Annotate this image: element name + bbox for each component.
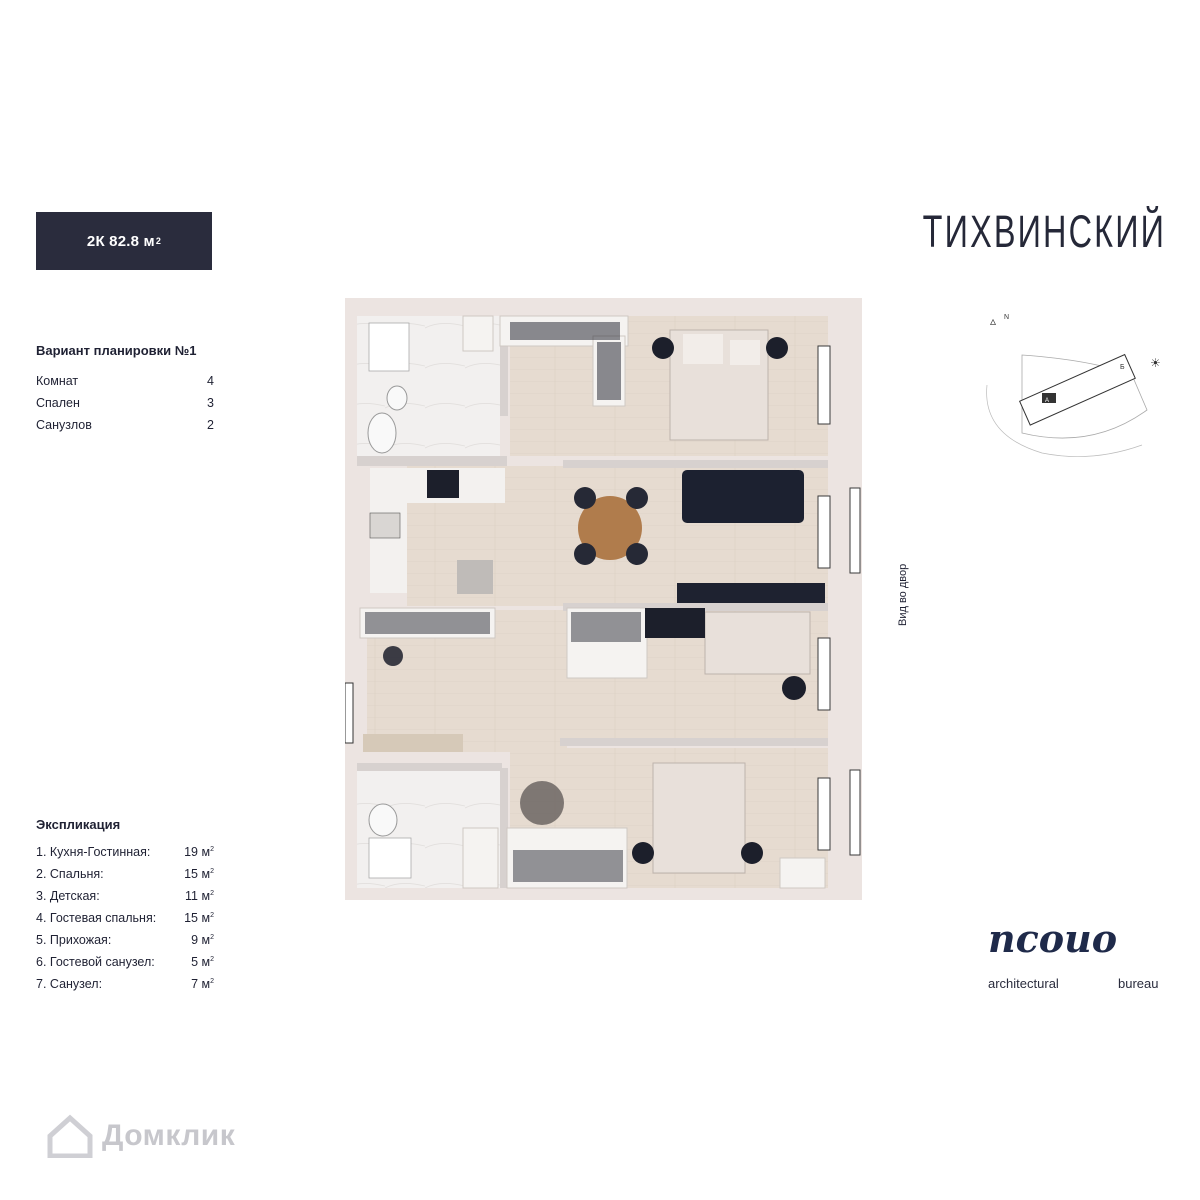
area-unit: м	[201, 977, 211, 991]
summary-label: Комнат	[36, 374, 79, 388]
area-unit-sup: 2	[210, 955, 214, 963]
area-unit-sup: 2	[210, 889, 214, 897]
north-arrow-icon: ▵	[990, 314, 996, 328]
area-value: 11	[185, 889, 199, 903]
area-unit-sup: 2	[210, 867, 214, 875]
home-icon	[47, 1114, 93, 1158]
explication-value: 9 м2	[191, 933, 214, 947]
project-title: ТИХВИНСКИЙ	[922, 206, 1166, 257]
area-unit: м	[201, 845, 211, 859]
area-value: 15	[184, 911, 199, 925]
summary-value: 4	[207, 374, 214, 388]
explication-title: Экспликация	[36, 817, 121, 832]
summary-label: Санузлов	[36, 418, 92, 432]
area-unit: м	[201, 955, 211, 969]
sofa	[682, 470, 804, 523]
area-value: 15	[184, 867, 199, 881]
sun-icon: ☀	[1150, 356, 1161, 370]
summary-row-rooms: Комнат 4	[36, 374, 214, 388]
explication-value: 7 м2	[191, 977, 214, 991]
explication-label: 6. Гостевой санузел:	[36, 955, 155, 969]
explication-row: 1. Кухня-Гостинная: 19 м2	[36, 845, 214, 859]
badge-text: 2К 82.8 м	[86, 232, 155, 250]
explication-row: 3. Детская: 11 м2	[36, 889, 214, 903]
area-unit: м	[201, 911, 211, 925]
bed-kids-room	[704, 611, 811, 675]
watermark-text: Домклик	[102, 1119, 236, 1152]
area-unit-sup: 2	[210, 933, 214, 941]
explication-row: 4. Гостевая спальня: 15 м2	[36, 911, 214, 925]
logo-sub-right: bureau	[1118, 976, 1159, 991]
explication-value: 15 м2	[184, 867, 214, 881]
summary-value: 3	[207, 396, 214, 410]
section-b-label: Б	[1120, 364, 1125, 371]
area-value: 9	[191, 933, 199, 947]
bureau-logo: ncouo	[988, 920, 1117, 960]
explication-row: 6. Гостевой санузел: 5 м2	[36, 955, 214, 969]
explication-value: 15 м2	[184, 911, 214, 925]
area-unit: м	[201, 933, 211, 947]
explication-label: 7. Санузел:	[36, 977, 103, 991]
area-unit: м	[201, 867, 211, 881]
explication-label: 5. Прихожая:	[36, 933, 112, 947]
explication-row: 7. Санузел: 7 м2	[36, 977, 214, 991]
site-keymap: ▵ N A Б ☀	[986, 314, 1161, 457]
floor-plan	[345, 298, 862, 900]
explication-label: 2. Спальня:	[36, 867, 104, 881]
explication-value: 19 м2	[184, 845, 214, 859]
badge-sup: 2	[155, 236, 162, 246]
view-direction-label: Вид во двор	[897, 563, 909, 626]
area-unit: м	[201, 889, 211, 903]
watermark: Домклик	[46, 1114, 235, 1158]
logo-mark: ncouo	[988, 920, 1117, 960]
area-unit-sup: 2	[210, 977, 214, 985]
layout-variant-title: Вариант планировки №1	[36, 343, 197, 358]
area-value: 5	[191, 955, 199, 969]
explication-value: 11 м2	[185, 889, 214, 903]
building-outline	[1018, 353, 1136, 426]
area-unit-sup: 2	[210, 911, 214, 919]
dining-table	[578, 496, 642, 560]
area-unit-sup: 2	[210, 845, 214, 853]
summary-label: Спален	[36, 396, 80, 410]
explication-label: 4. Гостевая спальня:	[36, 911, 157, 925]
summary-row-bathrooms: Санузлов 2	[36, 418, 214, 432]
explication-row: 2. Спальня: 15 м2	[36, 867, 214, 881]
area-value: 19	[184, 845, 199, 859]
explication-value: 5 м2	[191, 955, 214, 969]
explication-label: 1. Кухня-Гостинная:	[36, 845, 151, 859]
sink	[369, 512, 401, 539]
logo-sub-left: architectural	[988, 976, 1059, 991]
cooktop	[427, 470, 459, 498]
explication-label: 3. Детская:	[36, 889, 100, 903]
summary-value: 2	[207, 418, 214, 432]
north-label: N	[1004, 314, 1009, 321]
summary-row-bedrooms: Спален 3	[36, 396, 214, 410]
section-a-label: A	[1045, 398, 1049, 404]
bed-guest-bedroom	[652, 762, 746, 874]
explication-row: 5. Прихожая: 9 м2	[36, 933, 214, 947]
area-value: 7	[191, 977, 199, 991]
